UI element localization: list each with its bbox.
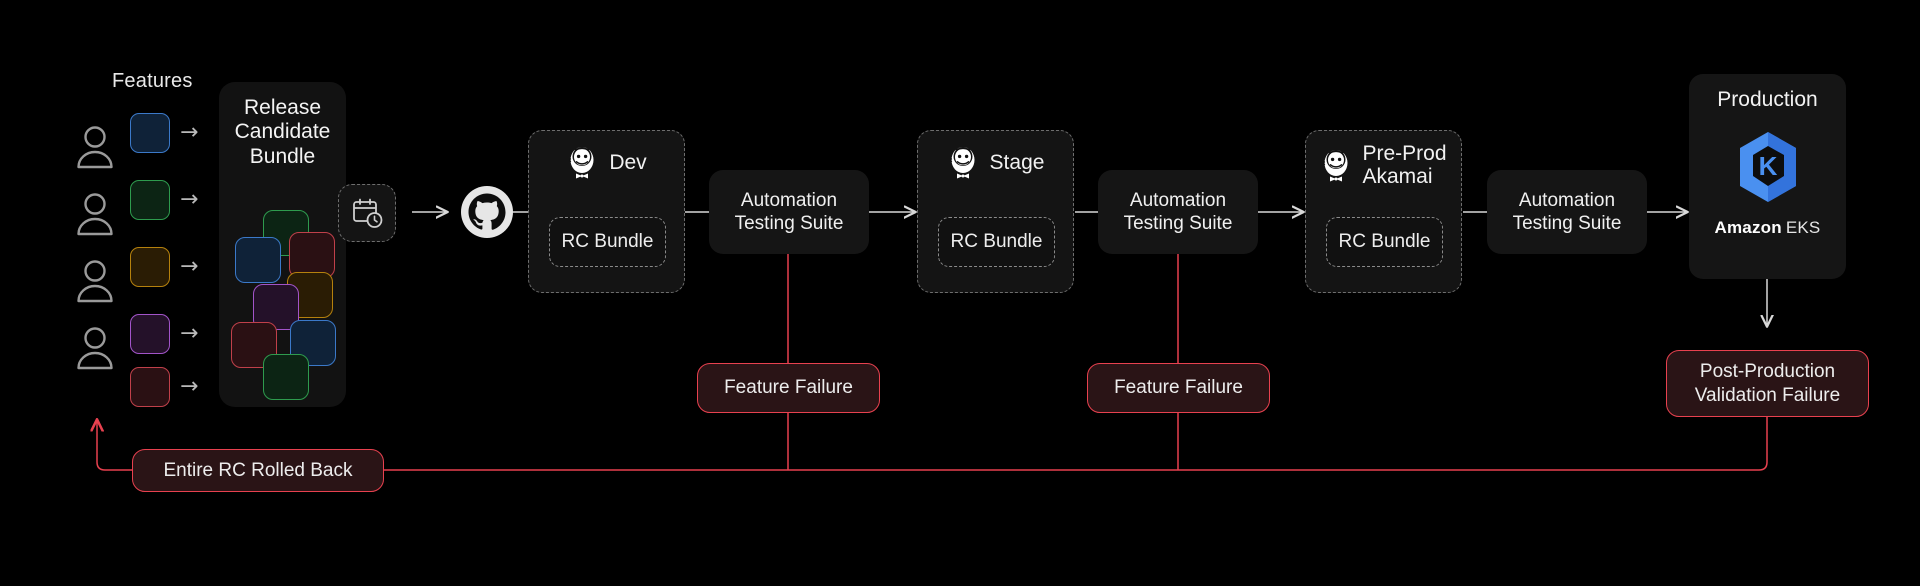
feature-swatch-4[interactable]: [130, 314, 170, 354]
bundle-tile-3: [235, 237, 281, 283]
ats-label: Automation Testing Suite: [1123, 189, 1233, 234]
env-label: Dev: [609, 150, 647, 174]
env-box-preprod[interactable]: Pre-Prod Akamai RC Bundle: [1305, 130, 1462, 293]
eks-name: EKS: [1785, 218, 1821, 237]
arrow-right-icon: →: [180, 321, 199, 346]
env-box-stage[interactable]: Stage RC Bundle: [917, 130, 1074, 293]
feature-swatch-5[interactable]: [130, 367, 170, 407]
artifact-label: RC Bundle: [950, 231, 1043, 252]
calendar-clock-icon: [350, 196, 384, 230]
ats-label: Automation Testing Suite: [734, 189, 844, 234]
production-title: Production: [1717, 88, 1818, 111]
env-label: Stage: [989, 150, 1045, 174]
failure-label: Post-Production Validation Failure: [1694, 361, 1841, 406]
feature-swatch-2[interactable]: [130, 180, 170, 220]
person-icon: [73, 325, 117, 373]
arrow-right-icon: →: [180, 120, 199, 145]
failure-label: Feature Failure: [1114, 377, 1243, 399]
artifact-box[interactable]: RC Bundle: [1326, 217, 1443, 267]
artifact-label: RC Bundle: [561, 231, 654, 252]
failure-box-post-production[interactable]: Post-Production Validation Failure: [1666, 350, 1869, 417]
scheduler-node[interactable]: [338, 184, 396, 242]
ats-label: Automation Testing Suite: [1512, 189, 1622, 234]
automation-testing-suite-stage[interactable]: Automation Testing Suite: [1098, 170, 1258, 254]
automation-testing-suite-dev[interactable]: Automation Testing Suite: [709, 170, 869, 254]
release-bundle-title: Release Candidate Bundle: [234, 96, 331, 168]
person-icon: [73, 124, 117, 172]
arrow-right-icon: →: [180, 374, 199, 399]
feature-swatch-3[interactable]: [130, 247, 170, 287]
env-box-dev[interactable]: Dev RC Bundle: [528, 130, 685, 293]
failure-box-dev[interactable]: Feature Failure: [697, 363, 880, 413]
jenkins-icon: [566, 145, 600, 181]
artifact-box[interactable]: RC Bundle: [938, 217, 1055, 267]
automation-testing-suite-preprod[interactable]: Automation Testing Suite: [1487, 170, 1647, 254]
person-icon: [73, 258, 117, 306]
arrow-right-icon: →: [180, 187, 199, 212]
bundle-tile-cluster: [227, 202, 342, 402]
rollback-label: Entire RC Rolled Back: [163, 459, 353, 481]
bundle-tile-7: [290, 320, 336, 366]
env-label: Pre-Prod Akamai: [1362, 142, 1447, 188]
amazon-eks-icon: K: [1736, 130, 1800, 204]
eks-brand: Amazon: [1714, 218, 1782, 237]
rollback-box[interactable]: Entire RC Rolled Back: [132, 449, 384, 492]
person-icon: [73, 191, 117, 239]
svg-text:K: K: [1759, 151, 1778, 181]
artifact-label: RC Bundle: [1338, 231, 1431, 252]
jenkins-icon: [947, 145, 981, 181]
bundle-tile-8: [263, 354, 309, 400]
arrow-right-icon: →: [180, 254, 199, 279]
feature-swatch-1[interactable]: [130, 113, 170, 153]
jenkins-icon: [1320, 148, 1354, 184]
release-candidate-bundle[interactable]: Release Candidate Bundle: [219, 82, 346, 407]
features-label: Features: [112, 70, 193, 92]
failure-label: Feature Failure: [724, 377, 853, 399]
github-icon[interactable]: [461, 186, 513, 238]
failure-box-stage[interactable]: Feature Failure: [1087, 363, 1270, 413]
artifact-box[interactable]: RC Bundle: [549, 217, 666, 267]
